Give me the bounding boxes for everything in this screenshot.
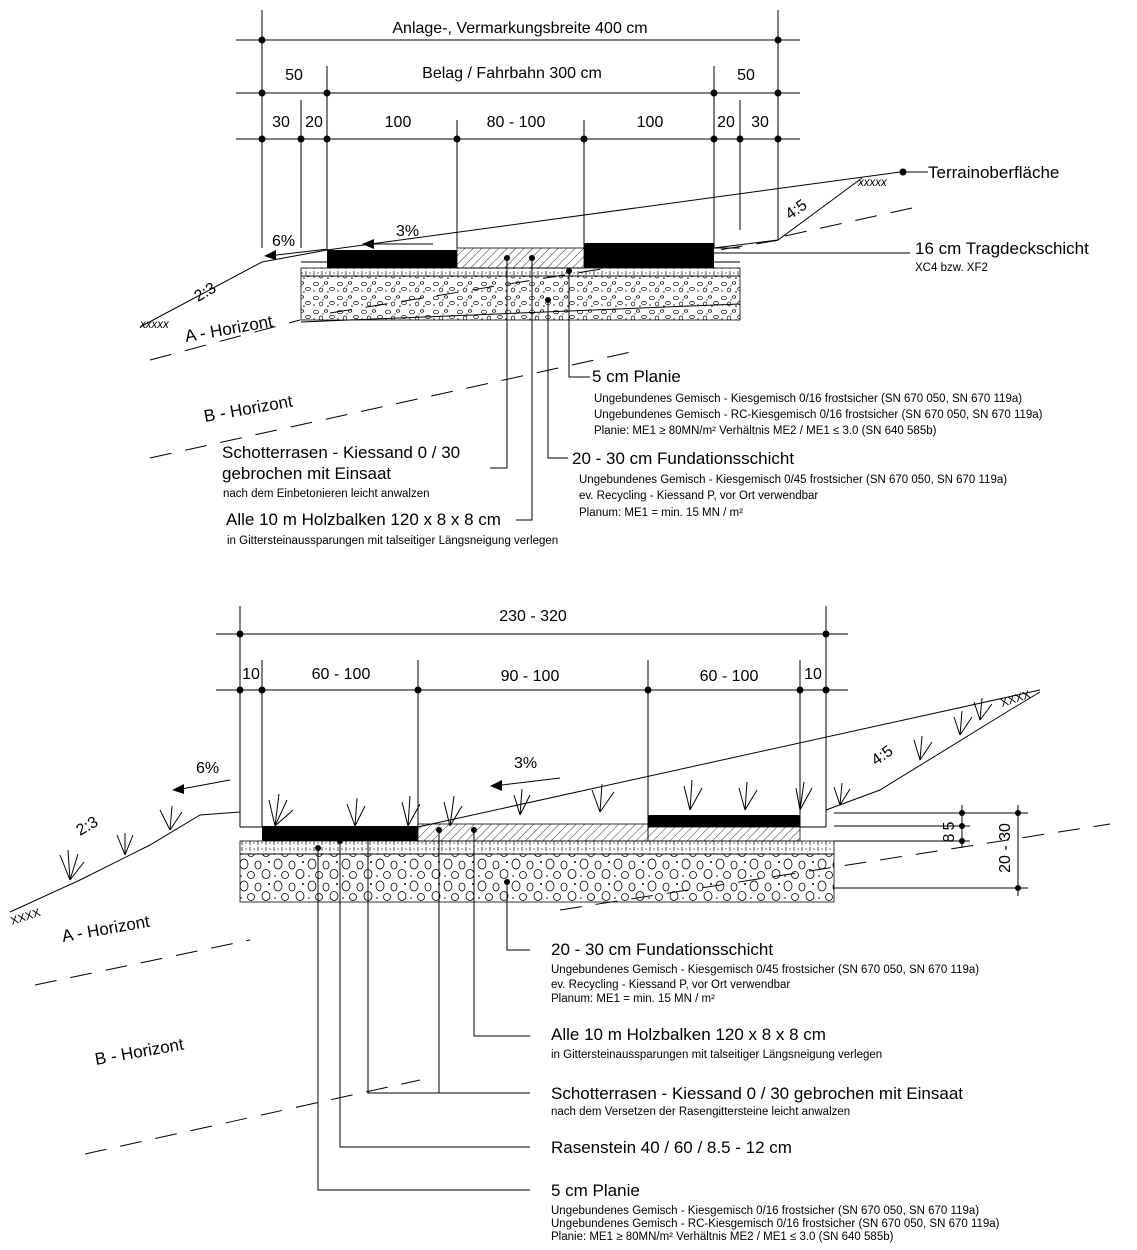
top-planie-line-1: Ungebundenes Gemisch - Kiesgemisch 0/16 … <box>594 393 1022 405</box>
dim-30-right: 30 <box>751 114 769 131</box>
top-section: Anlage-, Vermarkungsbreite 400 cm Belag … <box>139 10 1089 547</box>
top-holz-title: Alle 10 m Holzbalken 120 x 8 x 8 cm <box>226 510 501 529</box>
top-fund-title: 20 - 30 cm Fundationsschicht <box>572 449 794 468</box>
slope-left-bottom: 2:3 <box>74 814 102 840</box>
dim-20-left: 20 <box>305 114 323 131</box>
b-horizont-top: B - Horizont <box>202 392 294 426</box>
hatch-left-top: xxxxx <box>139 319 170 331</box>
dim-60-100-right: 60 - 100 <box>700 668 759 685</box>
slope-outer-bottom: 6% <box>196 760 219 777</box>
dim-h8: 8 <box>941 833 958 842</box>
bottom-planie-title: 5 cm Planie <box>551 1181 640 1200</box>
dim-side-left: 50 <box>285 67 303 84</box>
top-fund-line-2: ev. Recycling - Kiessand P, vor Ort verw… <box>579 490 818 502</box>
tragdeck-sub: XC4 bzw. XF2 <box>915 262 988 274</box>
b-horizont-bottom: B - Horizont <box>93 1035 185 1069</box>
dim-h20-30: 20 - 30 <box>997 823 1014 873</box>
dim-h5: 5 <box>941 821 958 830</box>
dim-belag-label: Belag / Fahrbahn 300 cm <box>422 65 602 82</box>
bottom-fund-line-2: ev. Recycling - Kiessand P, vor Ort verw… <box>551 979 790 991</box>
dim-100-left: 100 <box>385 114 412 131</box>
dim-total-label: Anlage-, Vermarkungsbreite 400 cm <box>392 20 647 37</box>
slope-right-bottom: 4:5 <box>869 743 897 770</box>
grass-tufts <box>59 697 993 881</box>
bottom-holz-title: Alle 10 m Holzbalken 120 x 8 x 8 cm <box>551 1025 826 1044</box>
top-fund-line-1: Ungebundenes Gemisch - Kiesgemisch 0/45 … <box>579 474 1007 486</box>
bottom-planie-line-3: Planie: ME1 ≥ 80MN/m² Verhältnis ME2 / M… <box>551 1231 894 1243</box>
bottom-schotter-sub: nach dem Versetzen der Rasengittersteine… <box>551 1106 850 1118</box>
top-schotter-title-2: gebrochen mit Einsaat <box>222 464 391 483</box>
dim-100-right: 100 <box>637 114 664 131</box>
bottom-schotter-title: Schotterrasen - Kiessand 0 / 30 gebroche… <box>551 1084 963 1103</box>
bottom-fund-line-3: Planum: ME1 = min. 15 MN / m² <box>551 993 715 1005</box>
dim-10-left: 10 <box>242 666 260 683</box>
top-schotter-title-1: Schotterrasen - Kiessand 0 / 30 <box>222 443 460 462</box>
dim-total-bottom: 230 - 320 <box>499 608 567 625</box>
dim-side-right: 50 <box>737 67 755 84</box>
dim-90-100: 90 - 100 <box>501 668 560 685</box>
top-holz-sub: in Gittersteinaussparungen mit talseitig… <box>227 535 558 547</box>
top-schotter-sub: nach dem Einbetonieren leicht anwalzen <box>223 488 430 500</box>
top-planie-title: 5 cm Planie <box>592 367 681 386</box>
dim-20-right: 20 <box>717 114 735 131</box>
bottom-rasenstein: Rasenstein 40 / 60 / 8.5 - 12 cm <box>551 1138 792 1157</box>
dim-60-100-left: 60 - 100 <box>312 666 371 683</box>
slope-outer-top: 6% <box>272 233 295 250</box>
terrain-label: Terrainoberfläche <box>928 163 1059 182</box>
top-fund-line-3: Planum: ME1 = min. 15 MN / m² <box>579 507 743 519</box>
slope-road-bottom: 3% <box>514 755 537 772</box>
bottom-fund-line-1: Ungebundenes Gemisch - Kiesgemisch 0/45 … <box>551 964 979 976</box>
top-planie-line-2: Ungebundenes Gemisch - RC-Kiesgemisch 0/… <box>594 409 1043 421</box>
slope-road-top: 3% <box>396 223 419 240</box>
slope-left-top: 2:3 <box>192 280 220 306</box>
a-horizont-top: A - Horizont <box>183 312 274 346</box>
bottom-section: 230 - 320 10 60 - 100 90 - 100 60 - 100 … <box>9 606 1111 1243</box>
dim-80-100: 80 - 100 <box>487 114 546 131</box>
bottom-fund-title: 20 - 30 cm Fundationsschicht <box>551 940 773 959</box>
tragdeck-title: 16 cm Tragdeckschicht <box>915 239 1089 258</box>
dim-10-right: 10 <box>804 666 822 683</box>
bottom-planie-line-1: Ungebundenes Gemisch - Kiesgemisch 0/16 … <box>551 1205 979 1217</box>
bottom-holz-sub: in Gittersteinaussparungen mit talseitig… <box>551 1049 882 1061</box>
dim-30-left: 30 <box>272 114 290 131</box>
bottom-planie-line-2: Ungebundenes Gemisch - RC-Kiesgemisch 0/… <box>551 1218 1000 1230</box>
hatch-right-top: xxxxx <box>857 177 888 189</box>
a-horizont-bottom: A - Horizont <box>60 912 151 946</box>
top-planie-line-3: Planie: ME1 ≥ 80MN/m² Verhältnis ME2 / M… <box>594 425 937 437</box>
